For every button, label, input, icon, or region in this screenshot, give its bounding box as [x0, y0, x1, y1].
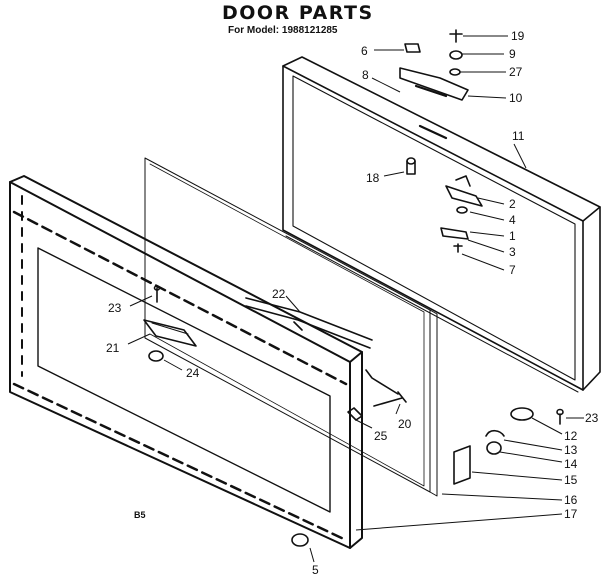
callout-label: 23: [585, 411, 599, 425]
callout-label: 24: [186, 366, 200, 380]
door-gasket: [144, 157, 438, 497]
diagram-code: B5: [134, 510, 146, 520]
callout-label: 23: [108, 301, 122, 315]
callout-label: 14: [564, 457, 578, 471]
callout-labels: 19 9 27 6 8 10 11 18 2 4 1 3 7 22 23 21 …: [106, 29, 599, 577]
callout-label: 16: [564, 493, 578, 507]
door-front-panel: [9, 175, 363, 549]
callout-label: 15: [564, 473, 578, 487]
callout-label: 2: [509, 197, 516, 211]
callout-label: 13: [564, 443, 578, 457]
lower-hinge-parts: [453, 407, 564, 485]
model-subtitle: For Model: 1988121285: [228, 25, 338, 36]
hinge-assembly-top: [399, 29, 469, 175]
callout-label: 12: [564, 429, 578, 443]
callout-label: 5: [312, 563, 319, 577]
callout-label: 18: [366, 171, 380, 185]
callout-label: 1: [509, 229, 516, 243]
screws-20-25: [347, 369, 407, 421]
leader-lines: [127, 35, 584, 563]
callout-label: 25: [374, 429, 388, 443]
callout-label: 10: [509, 91, 523, 105]
latch-assembly: [143, 285, 197, 362]
callout-label: 21: [106, 341, 120, 355]
door-foot-bumper: [291, 533, 309, 547]
callout-label: 27: [509, 65, 523, 79]
callout-label: 3: [509, 245, 516, 259]
callout-label: 7: [509, 263, 516, 277]
door-back-frame: [282, 56, 601, 393]
callout-label: 6: [361, 44, 368, 58]
hinge-assembly-right: [440, 175, 483, 253]
callout-label: 20: [398, 417, 412, 431]
callout-label: 22: [272, 287, 286, 301]
callout-label: 17: [564, 507, 578, 521]
page-title: DOOR PARTS: [222, 2, 374, 24]
callout-label: 8: [362, 68, 369, 82]
callout-label: 11: [512, 129, 525, 143]
callout-label: 4: [509, 213, 516, 227]
callout-label: 19: [511, 29, 525, 43]
callout-label: 9: [509, 47, 516, 61]
